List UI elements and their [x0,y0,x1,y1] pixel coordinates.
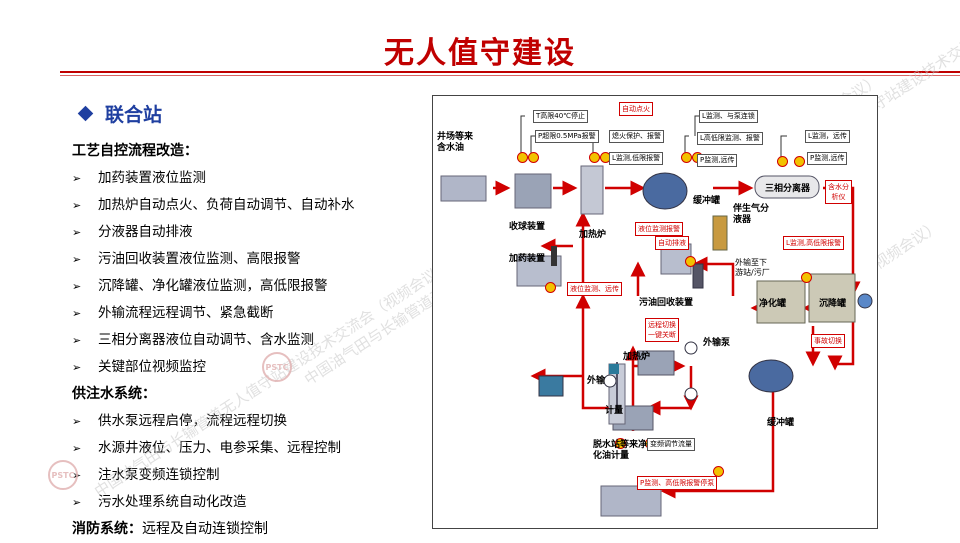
box-l-detect: L监测,低限报警 [609,152,664,165]
arrow-bullet-icon: ➢ [72,253,82,266]
arrow-bullet-icon: ➢ [72,415,82,428]
arrow-bullet-icon: ➢ [72,334,82,347]
list-item: ➢供水泵远程启停，流程远程切换 [72,408,432,435]
box-p-remote: P监测,远传 [697,154,738,167]
section-heading: 联合站 [77,100,163,127]
list-item: ➢加热炉自动点火、负荷自动调节、自动补水 [72,192,432,219]
box-t-high: T高限40℃停止 [533,110,589,123]
label-associated-gas: 伴生气分 液器 [733,204,770,225]
box-l-hilo: L高低限监测、报警 [697,132,763,145]
rbox-l-hilo-alarm: L监测,高低限报警 [783,236,845,250]
arrow-bullet-icon: ➢ [72,496,82,509]
sensor-icon [713,466,724,477]
box-l-pump: L监测、与泵连锁 [699,110,758,123]
label-export-pump: 外输泵 [703,338,731,348]
label-export: 外输 [587,376,606,386]
rbox-p-alarm: P监测、高低限报警停泵 [637,476,718,490]
heading-fire: 消防系统：远程及自动连锁控制 [72,521,268,537]
sensor-icon [801,272,812,283]
label-dehydration: 脱水站等来净 化油计量 [593,440,648,461]
sensor-icon [615,438,626,449]
box-l-remote: L监测，远传 [805,130,850,143]
list-item: ➢污水处理系统自动化改造 [72,489,432,516]
sensor-icon [528,152,539,163]
label-dosing: 加药装置 [509,254,546,264]
rbox-level-alarm: 液位监测报警 [635,222,683,236]
arrow-bullet-icon: ➢ [72,199,82,212]
sensor-icon [681,152,692,163]
list-item: ➢三相分离器液位自动调节、含水监测 [72,327,432,354]
arrow-bullet-icon: ➢ [72,361,82,374]
rbox-auto-ignite: 自动点火 [619,102,653,116]
list-item: ➢分液器自动排液 [72,219,432,246]
pstc-logo-icon: PSTC [48,460,78,490]
sensor-icon [685,256,696,267]
rbox-auto-drain: 自动排液 [655,236,689,250]
pstc-logo-icon: PSTC [262,352,292,382]
sensor-icon [777,156,788,167]
label-settle-tank: 沉降罐 [819,299,847,309]
list-item: ➢关键部位视频监控 [72,354,432,381]
list-item: ➢加药装置液位监测 [72,165,432,192]
sensor-icon [517,152,528,163]
arrow-bullet-icon: ➢ [72,280,82,293]
box-flame: 熄火保护、报警 [609,130,664,143]
arrow-bullet-icon: ➢ [72,442,82,455]
process-flow-diagram: 井场等来 含水油 收球装置 加药装置 加热炉 缓冲罐 三相分离器 伴生气分 液器… [432,95,878,529]
flow-lines [440,115,873,517]
list-item: ➢外输流程远程调节、紧急截断 [72,300,432,327]
equipment-shapes [440,165,873,517]
heading-process: 工艺自控流程改造： [72,143,198,159]
label-heater2: 加热炉 [623,352,651,362]
label-buffer-tank2: 缓冲罐 [767,418,795,428]
rbox-remote-switch: 远程切换 一键关断 [645,318,679,342]
heading-water: 供注水系统： [72,386,156,402]
label-heater: 加热炉 [579,230,607,240]
rbox-water-cut: 含水分 析仪 [825,180,852,204]
sensor-icon [794,156,805,167]
list-item: ➢水源井液位、压力、电参采集、远程控制 [72,435,432,462]
list-item: ➢污油回收装置液位监测、高限报警 [72,246,432,273]
page-title: 无人值守建设 [384,36,576,71]
rbox-accident-switch: 事故切换 [811,334,845,348]
section-heading-text: 联合站 [105,104,163,126]
label-oil-recovery: 污油回收装置 [639,298,694,308]
arrow-bullet-icon: ➢ [72,172,82,185]
label-well-oil: 井场等来 含水油 [437,132,474,153]
label-purify-tank: 净化罐 [759,299,787,309]
list-item: ➢沉降罐、净化罐液位监测，高低限报警 [72,273,432,300]
label-buffer-tank: 缓冲罐 [693,196,721,206]
diamond-bullet-icon [77,105,94,122]
label-separator-unit: 收球装置 [509,222,546,232]
title-divider [60,71,960,73]
rbox-level-remote: 液位监测、远传 [567,282,622,296]
arrow-bullet-icon: ➢ [72,226,82,239]
sensor-icon [589,152,600,163]
label-to-wastewater: 外输至下 游站/污厂 [735,258,770,277]
title-divider-thin [60,75,960,76]
box-p-high: P超限0.5MPa报警 [535,130,599,143]
left-text-panel: 工艺自控流程改造： ➢加药装置液位监测 ➢加热炉自动点火、负荷自动调节、自动补水… [72,138,432,543]
sensor-icon [545,282,556,293]
box-variable-freq: 变频调节流量 [647,438,695,451]
label-metering: 计量 [605,406,624,416]
arrow-bullet-icon: ➢ [72,307,82,320]
label-three-phase: 三相分离器 [765,184,811,194]
box-p-remote2: P监测,远传 [807,152,848,165]
